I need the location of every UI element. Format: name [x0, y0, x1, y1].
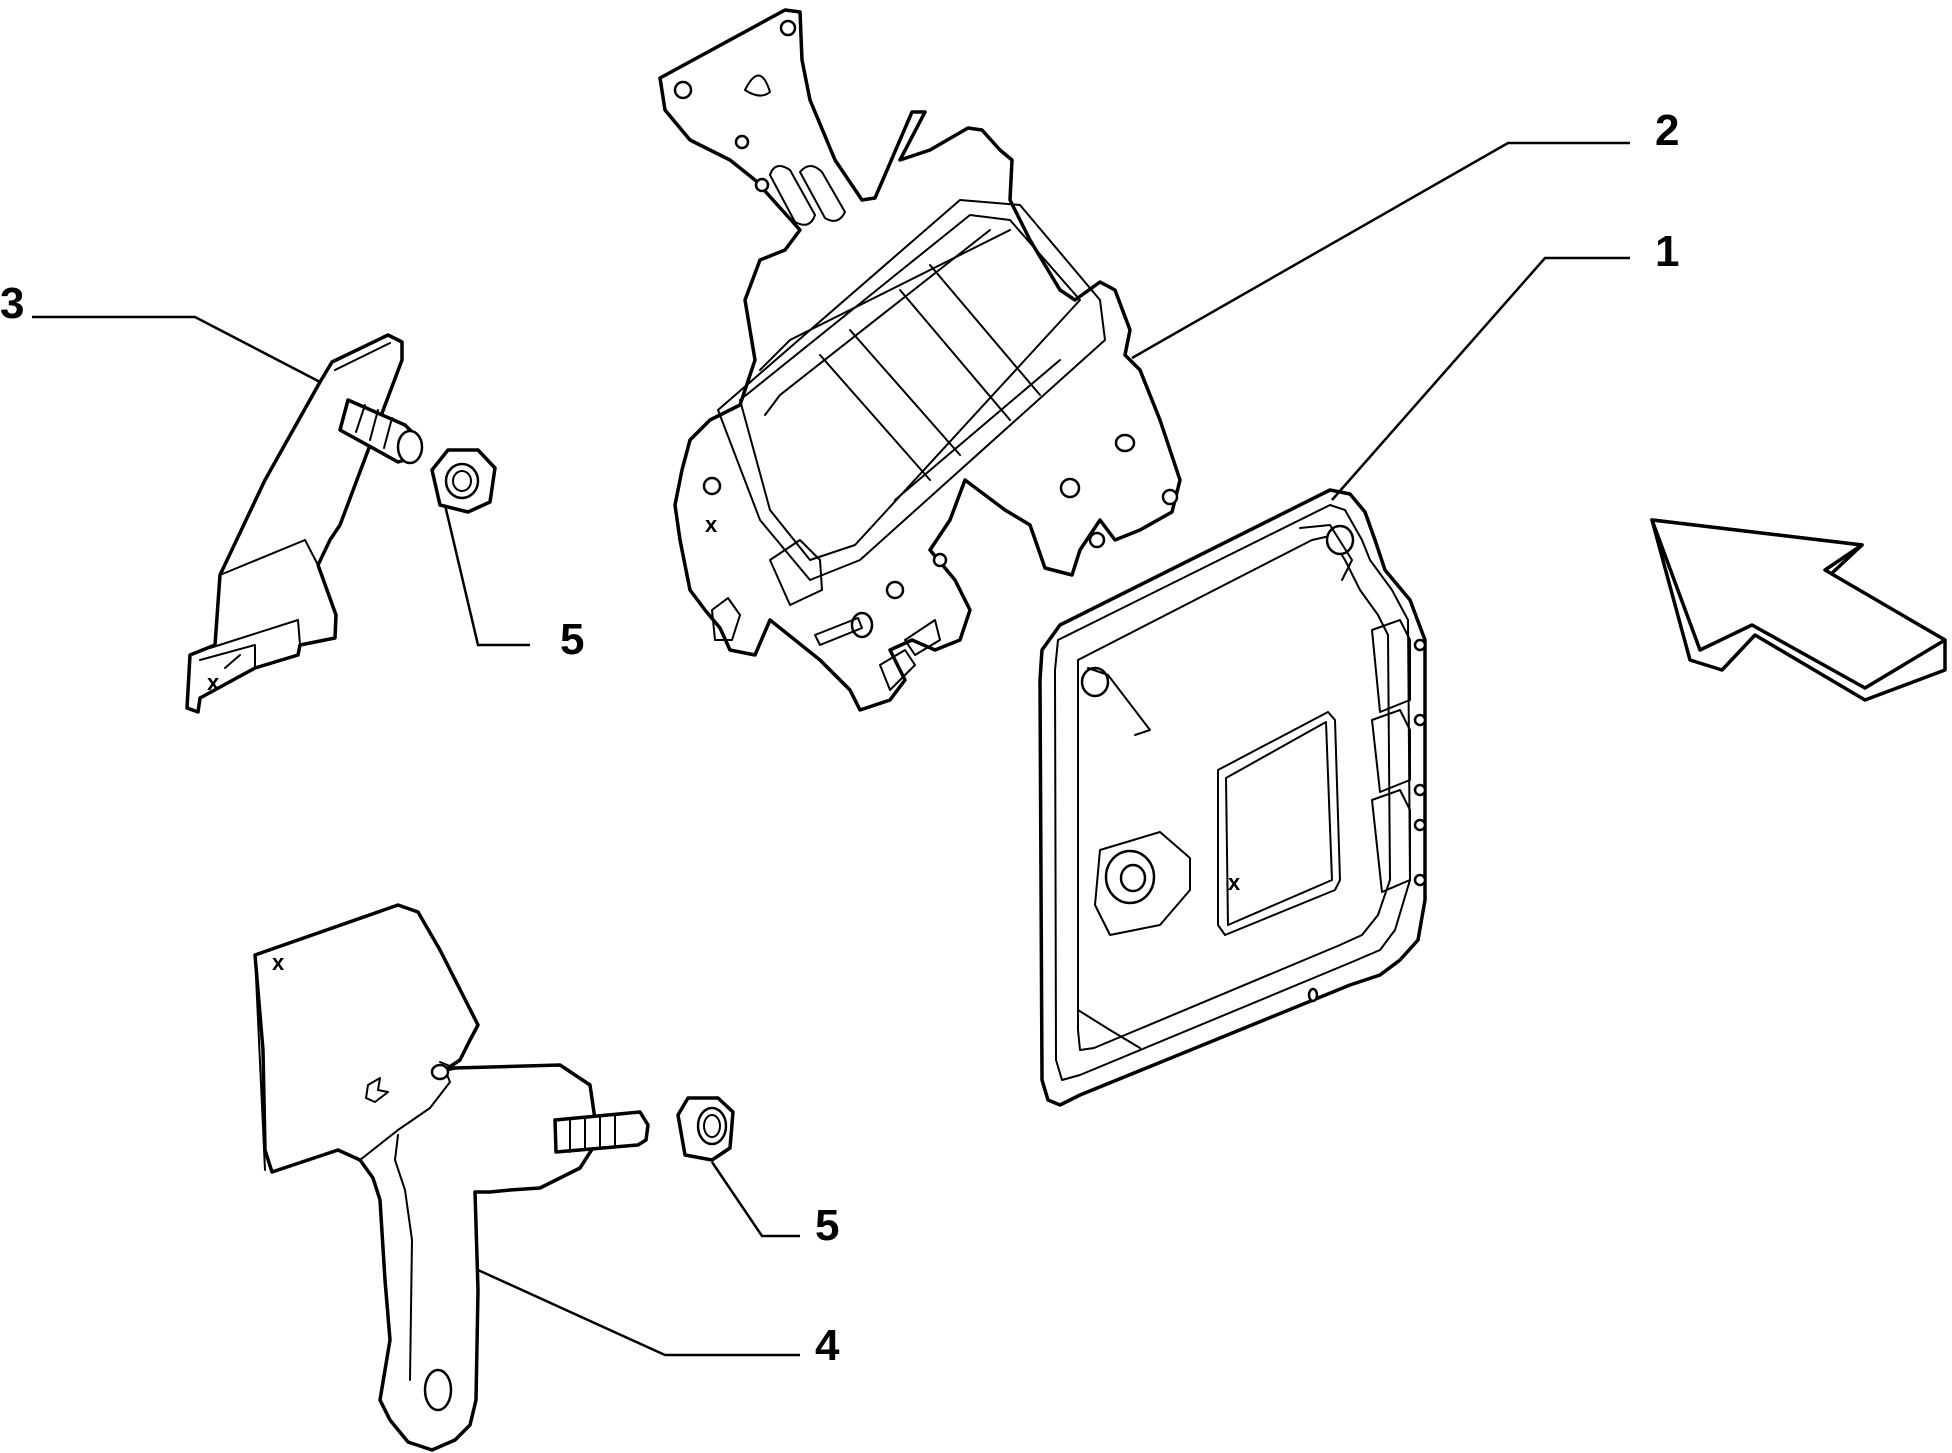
callout-4: 4: [815, 1321, 840, 1370]
leader-1: [1331, 256, 1630, 501]
part-2-support-bracket: x: [658, 8, 1182, 712]
leader-4: [477, 1268, 800, 1357]
leader-lines: [32, 141, 1630, 1357]
part-1-control-unit: x: [1038, 488, 1427, 1107]
bracket-3-mark: x: [207, 670, 220, 695]
bracket-4-mark: x: [272, 950, 285, 975]
callout-labels: 1 2 3 4 5 5: [0, 106, 1679, 1370]
leader-5a: [443, 504, 530, 647]
arrow-icon: [1650, 518, 1947, 702]
callout-5-lower: 5: [815, 1201, 839, 1250]
callout-1: 1: [1655, 227, 1679, 276]
bracket-2-mark: x: [705, 512, 718, 537]
part-5-lower-nut: [676, 1096, 735, 1162]
part-4-lower-bracket: x: [253, 903, 650, 1452]
callout-2: 2: [1655, 106, 1679, 155]
part-3-side-bracket: x: [185, 333, 424, 714]
control-unit-mark: x: [1228, 870, 1241, 895]
callout-5-upper: 5: [560, 615, 584, 664]
leader-5b: [710, 1161, 800, 1238]
part-5-upper-nut: [430, 448, 497, 514]
callout-3: 3: [0, 279, 24, 328]
leader-2: [1131, 141, 1630, 360]
leader-3: [32, 315, 321, 384]
